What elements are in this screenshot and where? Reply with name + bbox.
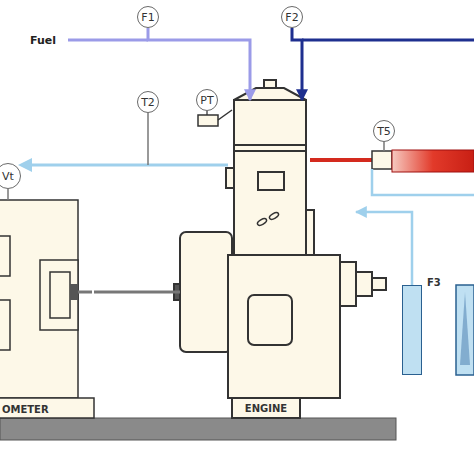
coolant-line (372, 169, 474, 195)
dynamometer: OMETER (0, 200, 94, 418)
dynamometer-body (0, 200, 94, 418)
engine-body (174, 80, 386, 418)
dynamometer-body (0, 200, 78, 398)
node-text: ENGINE (245, 404, 287, 414)
exhaust-line (383, 142, 385, 151)
pressure-transducer (218, 110, 232, 120)
pipe-connector (292, 28, 302, 100)
node-text: F1 (141, 12, 154, 23)
engine-slots (256, 211, 279, 226)
pressure-transducer (198, 110, 232, 126)
dynamometer-body (0, 300, 10, 350)
pipe-connector (356, 212, 412, 285)
engine-body (234, 145, 306, 151)
pipe-connector (7, 189, 9, 200)
coolant-outlet-line (147, 113, 149, 165)
fuel-line (68, 39, 148, 42)
engine-body (234, 88, 306, 100)
engine-body (264, 80, 276, 88)
engine: ENGINE (180, 100, 356, 418)
engine-body (306, 210, 314, 255)
engine-body (340, 262, 356, 306)
exhaust-line (310, 142, 474, 172)
engine-slots (268, 211, 279, 220)
ground-plate (0, 418, 396, 440)
engine-body (180, 232, 232, 352)
coolant-outlet-line (18, 113, 228, 172)
exhaust-line (392, 150, 474, 172)
flow-meter-tag: F2 (281, 6, 303, 28)
dynamometer-body (40, 260, 78, 330)
rotameter: F3 (402, 285, 422, 375)
engine-body (372, 278, 386, 290)
dynamometer-body (0, 398, 94, 418)
engine-body (356, 272, 372, 296)
pipe-connector (94, 291, 180, 294)
rotameter (460, 292, 470, 365)
node-text: OMETER (2, 405, 49, 415)
speed-tag: Vt (0, 163, 21, 189)
engine-body (228, 255, 340, 398)
fuel-return-line (302, 39, 474, 42)
node-text: PT (200, 95, 213, 106)
dynamometer-body (50, 272, 70, 318)
pressure-transducer (198, 115, 218, 126)
node-text: T5 (377, 126, 391, 137)
engine-body (226, 168, 234, 188)
pressure-tag: PT (196, 89, 218, 111)
shaft (70, 284, 92, 300)
coolant-line (372, 169, 474, 195)
engine-body (232, 398, 300, 418)
engine-slots (256, 217, 267, 226)
temperature-tag: T5 (373, 120, 395, 142)
node-text: F3 (427, 278, 441, 288)
coolant-outlet-line (30, 164, 228, 167)
temperature-tag: T2 (137, 91, 159, 113)
shaft (70, 284, 78, 300)
engine-body (258, 172, 284, 190)
flow-meter-tag: F1 (137, 6, 159, 28)
exhaust-line (372, 151, 392, 169)
fuel-label: Fuel (30, 34, 56, 47)
engine-body (248, 295, 292, 345)
exhaust-line (310, 158, 374, 162)
fuel-return-line (302, 40, 474, 41)
shaft (78, 291, 92, 294)
ground-plate (0, 418, 396, 440)
dynamometer-body (0, 236, 10, 276)
fuel-line (68, 40, 148, 41)
rotameter (456, 285, 474, 375)
node-text: T2 (141, 97, 155, 108)
engine-body (234, 100, 306, 255)
node-text: F2 (285, 12, 298, 23)
coolant-outlet-line (18, 158, 32, 172)
node-text: Vt (2, 171, 14, 182)
pipe-connector (148, 28, 250, 100)
